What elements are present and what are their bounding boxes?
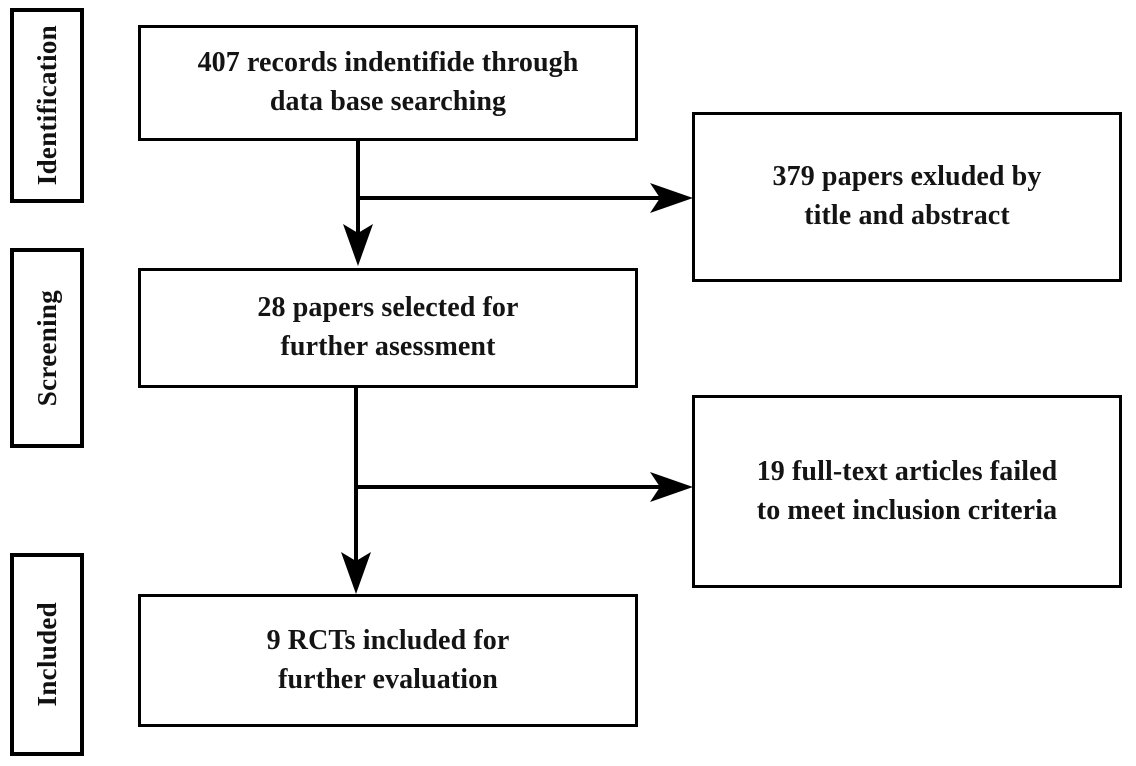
flow-box-records-identified: 407 records indentifide through data bas… xyxy=(138,25,638,141)
arrow-down-icon-identified-to-selected xyxy=(343,224,373,266)
arrow-right-icon-identified-to-excluded-title xyxy=(650,183,693,213)
flow-box-fulltext-articles-failed: 19 full-text articles failed to meet inc… xyxy=(692,395,1122,588)
stage-label-text-included: Included xyxy=(31,602,62,707)
flow-box-papers-excluded-title-abstract: 379 papers exluded by title and abstract xyxy=(692,112,1122,282)
stage-label-box-included: Included xyxy=(10,553,84,756)
flow-box-text-papers-selected: 28 papers selected for further asessment xyxy=(257,292,519,362)
flow-box-text-fulltext-articles-failed: 19 full-text articles failed to meet inc… xyxy=(756,455,1058,526)
stage-label-box-screening: Screening xyxy=(10,248,84,448)
arrow-down-icon-selected-to-included xyxy=(341,552,371,594)
flow-box-text-rcts-included: 9 RCTs included for further evaluation xyxy=(266,624,510,695)
stage-label-text-screening: Screening xyxy=(31,289,62,407)
arrow-right-icon-selected-to-excluded-fulltext xyxy=(650,472,693,502)
flow-box-text-papers-excluded-title-abstract: 379 papers exluded by title and abstract xyxy=(772,161,1042,231)
flow-box-papers-selected: 28 papers selected for further asessment xyxy=(138,268,638,388)
stage-label-text-identification: Identification xyxy=(31,25,62,186)
flow-box-rcts-included: 9 RCTs included for further evaluation xyxy=(138,594,638,727)
flow-box-text-records-identified: 407 records indentifide through data bas… xyxy=(197,47,579,117)
stage-label-box-identification: Identification xyxy=(10,8,84,203)
